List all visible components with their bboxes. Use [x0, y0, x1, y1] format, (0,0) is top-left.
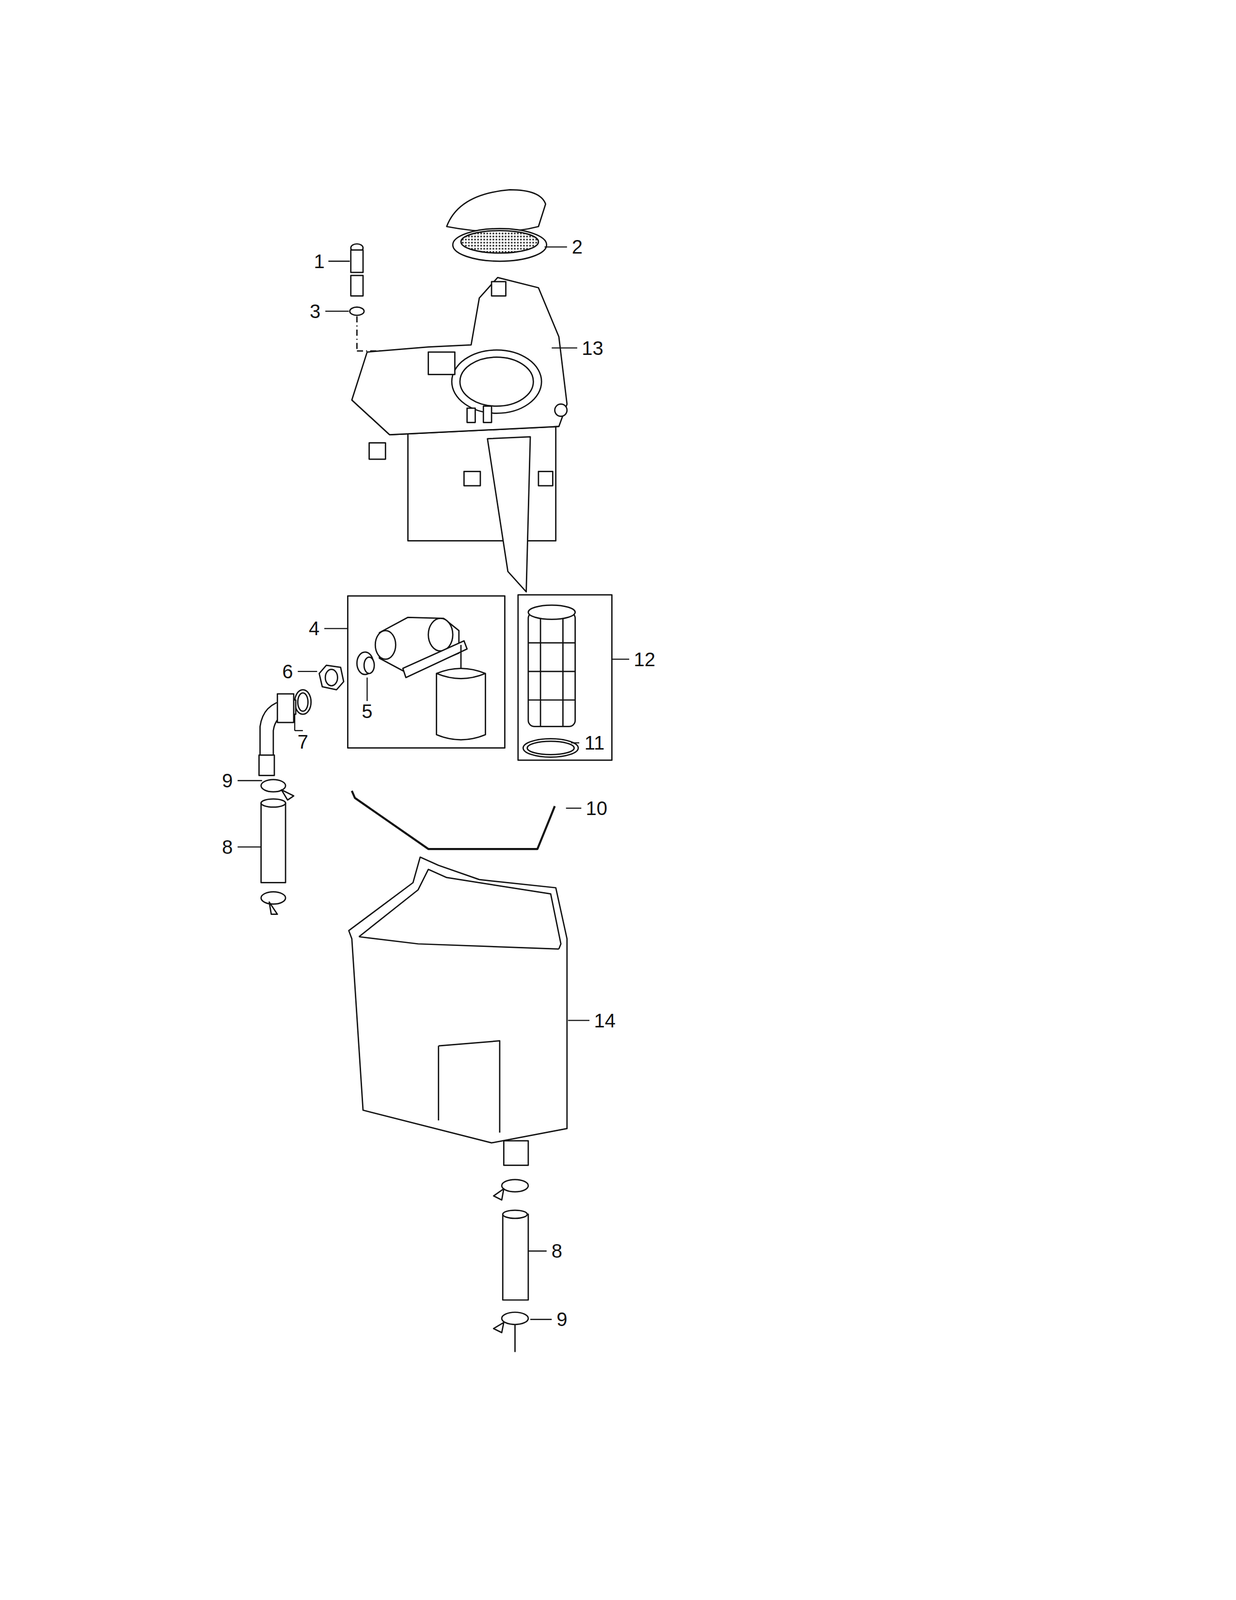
- callout-number: 12: [633, 649, 656, 669]
- callout-number: 6: [282, 661, 293, 682]
- callout-number: 2: [571, 237, 583, 257]
- callout-number: 1: [313, 251, 325, 271]
- callout-number: 8: [221, 837, 233, 857]
- callout-number: 9: [221, 770, 233, 791]
- callout-number: 4: [308, 618, 320, 638]
- callout-number: 10: [586, 798, 608, 818]
- callout-number: 8: [551, 1240, 563, 1261]
- callout-number: 11: [584, 732, 605, 753]
- callout-number: 7: [297, 731, 309, 752]
- callout-number: 13: [581, 338, 604, 358]
- callout-number: 9: [556, 1309, 568, 1329]
- callout-number: 14: [593, 1010, 616, 1030]
- callout-number: 3: [309, 301, 321, 321]
- callout-number: 5: [361, 701, 373, 721]
